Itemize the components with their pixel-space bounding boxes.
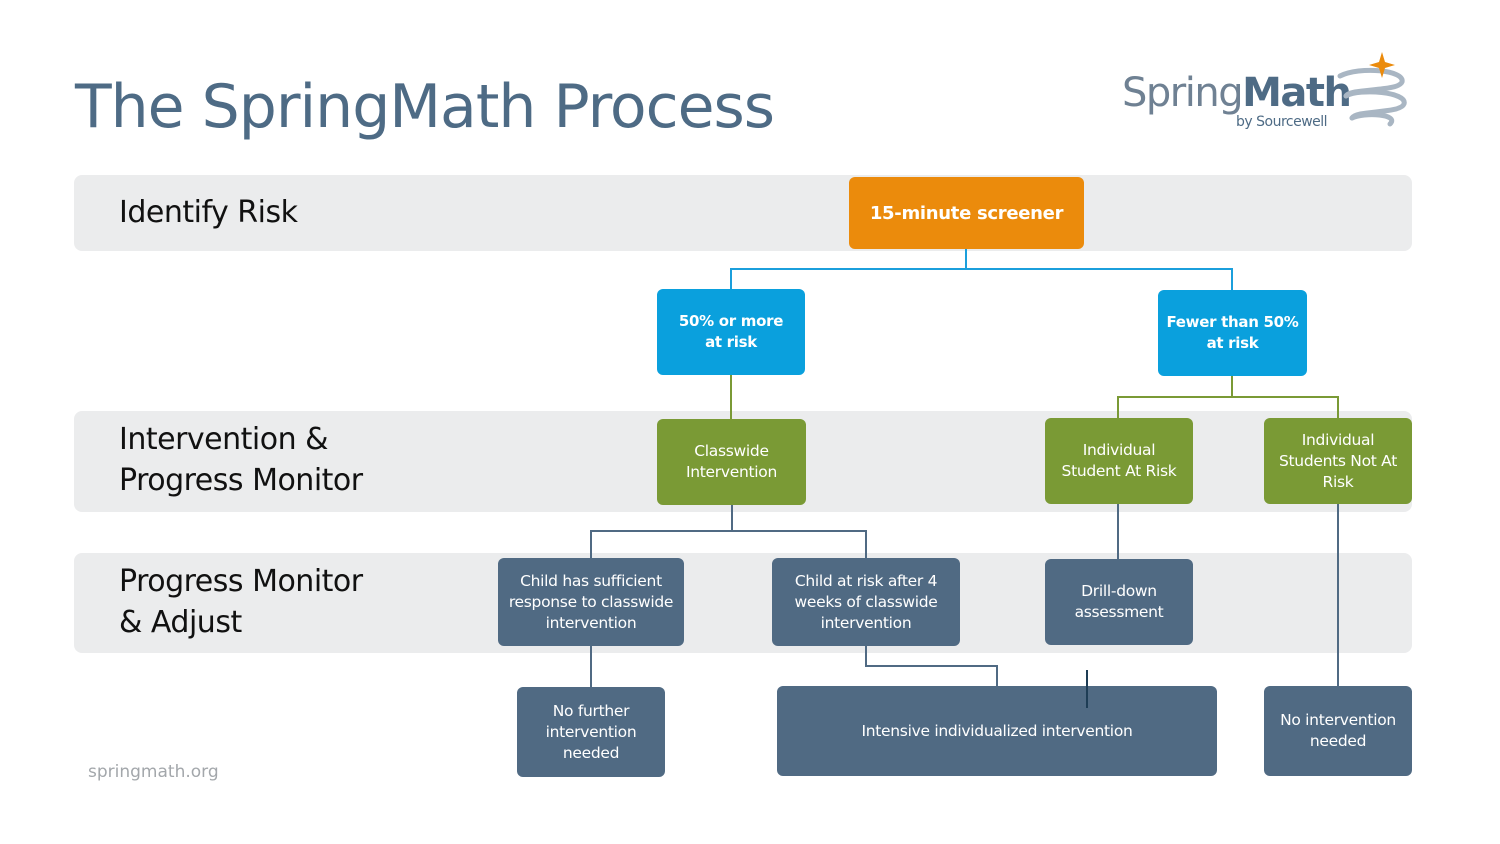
node-text: Child has sufficient [520, 571, 662, 590]
node-50-or-more-at-risk: 50% or more at risk [657, 289, 805, 375]
node-text: intervention [820, 613, 912, 632]
band-label-progress-monitor-adjust: Progress Monitor & Adjust [119, 561, 363, 643]
node-text: Individual [1082, 441, 1156, 459]
spring-coil-star-icon [1337, 52, 1407, 127]
star-icon [1369, 52, 1395, 78]
node-text: No intervention [1280, 711, 1396, 729]
band-label-line: Intervention & [119, 422, 329, 457]
node-text: Intensive individualized intervention [861, 721, 1133, 740]
band-label-identify-risk: Identify Risk [119, 195, 298, 230]
node-text: Child at risk after 4 [794, 571, 938, 590]
connector-screener-to-decisions [730, 268, 1233, 290]
band-identify-risk [74, 175, 1412, 251]
node-text: needed [562, 743, 620, 762]
logo-subtitle: by Sourcewell [1236, 114, 1328, 130]
node-text: 50% or more [678, 312, 784, 330]
band-label-line: Progress Monitor [119, 463, 363, 498]
node-text: at risk [705, 333, 757, 351]
node-drill-down-assessment: Drill-down assessment [1045, 559, 1193, 645]
node-text: assessment [1074, 603, 1164, 621]
node-fewer-than-50-at-risk: Fewer than 50% at risk [1158, 290, 1307, 376]
node-text: Drill-down [1081, 582, 1157, 600]
node-text: intervention [545, 722, 637, 741]
node-text: Fewer than 50% [1166, 313, 1299, 331]
node-intensive-individualized-intervention: Intensive individualized intervention [777, 686, 1217, 776]
logo-word-light: Spring [1122, 70, 1244, 116]
connector-at-risk-to-intensive [865, 646, 998, 687]
node-text: Students Not At [1278, 451, 1397, 470]
band-label-intervention-progress-monitor: Intervention & Progress Monitor [119, 419, 363, 501]
band-label-line: Progress Monitor [119, 564, 363, 599]
node-text: Risk [1322, 472, 1354, 491]
node-text: Intervention [685, 463, 777, 481]
node-no-further-intervention-needed: No further intervention needed [517, 687, 665, 777]
node-text: intervention [545, 613, 637, 632]
node-15-minute-screener: 15-minute screener [849, 177, 1084, 249]
band-label-line: & Adjust [119, 605, 242, 640]
springmath-logo: SpringMath by Sourcewell [1118, 48, 1418, 138]
connector-fewer-to-individuals [1117, 396, 1339, 419]
slide-title: The SpringMath Process [75, 72, 775, 142]
node-text: Classwide [694, 442, 769, 460]
logo-wordmark: SpringMath [1122, 70, 1352, 116]
footer-url: springmath.org [88, 762, 219, 782]
node-text: weeks of classwide [794, 592, 938, 611]
node-no-intervention-needed: No intervention needed [1264, 686, 1412, 776]
node-text: No further [552, 701, 630, 720]
connector-classwide-to-children [590, 530, 867, 559]
node-text: response to classwide [508, 592, 674, 611]
node-child-sufficient-response: Child has sufficient response to classwid… [498, 558, 684, 646]
node-text: 15-minute screener [869, 202, 1064, 224]
node-text: needed [1309, 732, 1367, 750]
node-text: at risk [1206, 334, 1259, 352]
node-text: Student At Risk [1061, 462, 1177, 480]
logo-word-bold: Math [1242, 70, 1352, 116]
node-child-at-risk-after-4-weeks: Child at risk after 4 weeks of classwide i… [772, 558, 960, 646]
node-text: Individual [1301, 430, 1375, 449]
